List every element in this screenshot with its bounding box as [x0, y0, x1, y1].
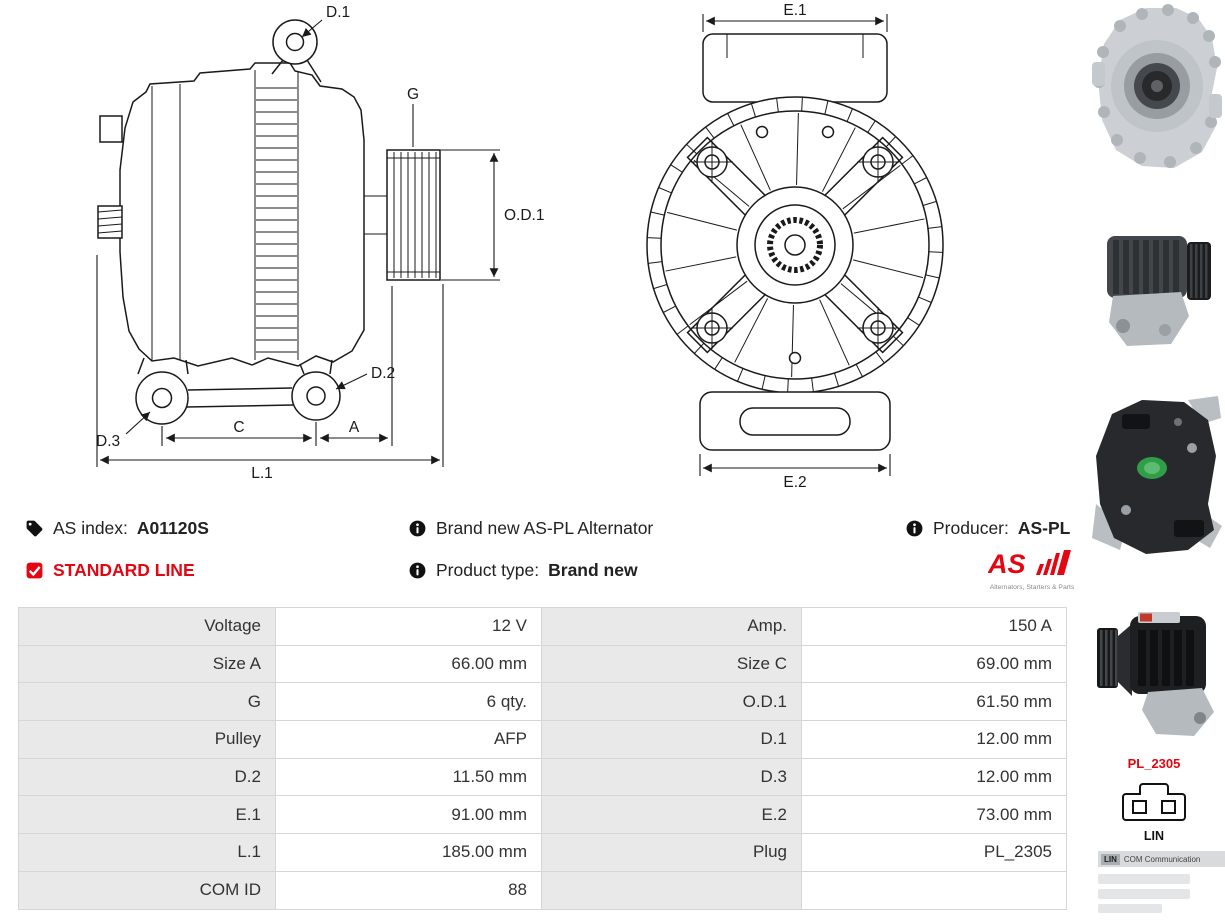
- as-index-label: AS index:: [53, 518, 128, 538]
- side-view-dimensions: [96, 19, 500, 467]
- dim-label-c: C: [233, 419, 244, 436]
- dim-label-od1: O.D.1: [504, 207, 544, 224]
- spec-value-cell: 61.50 mm: [801, 682, 1067, 722]
- dim-label-e1: E.1: [783, 2, 806, 19]
- producer-label: Producer:: [933, 518, 1009, 538]
- spec-value-cell: 12.00 mm: [801, 720, 1067, 759]
- spec-label-cell: COM ID: [18, 870, 276, 910]
- standard-line-row: STANDARD LINE: [25, 560, 195, 581]
- spec-label-cell: Pulley: [18, 720, 276, 759]
- spec-label-cell: E.1: [18, 795, 276, 835]
- connector-name-label: PL_2305: [1127, 756, 1181, 771]
- placeholder-bar: [1098, 889, 1190, 899]
- info-icon: [409, 562, 426, 579]
- tag-icon: [26, 520, 43, 537]
- brand-new-text: Brand new AS-PL Alternator: [436, 518, 654, 538]
- info-icon: [906, 520, 923, 537]
- cooling-fins: [256, 87, 297, 353]
- product-photo-side[interactable]: [1095, 226, 1222, 354]
- spec-label-cell: G: [18, 682, 276, 722]
- spec-label-cell: Voltage: [18, 607, 276, 646]
- product-type-label: Product type:: [436, 560, 540, 580]
- placeholder-bar: [1098, 874, 1190, 884]
- as-index-row: AS index: A01120S: [25, 518, 209, 539]
- connector-pin-label: LIN: [1143, 829, 1165, 843]
- as-index-value: A01120S: [136, 518, 209, 538]
- brand-new-row: Brand new AS-PL Alternator: [408, 518, 653, 539]
- as-pl-logo-text: AS: [988, 549, 1026, 578]
- spec-value-cell: 6 qty.: [275, 682, 542, 722]
- spec-value-cell: 11.50 mm: [275, 757, 542, 797]
- spec-value-cell: 66.00 mm: [275, 644, 542, 684]
- mounting-holes: [691, 141, 899, 349]
- technical-drawing: D.1 G O.D.1 D.2 D.3 C A L.1 E.1 E.2: [96, 2, 944, 491]
- front-view-drawing: [646, 33, 944, 451]
- spec-value-cell: 69.00 mm: [801, 644, 1067, 684]
- check-icon: [26, 562, 43, 579]
- spec-value-cell: 88: [275, 870, 542, 910]
- standard-line-label: STANDARD LINE: [53, 560, 195, 580]
- spec-value-cell: 150 A: [801, 607, 1067, 646]
- dim-label-d3: D.3: [96, 433, 120, 450]
- front-view-dimensions: [699, 14, 891, 476]
- dim-label-g: G: [407, 86, 419, 103]
- dim-label-l1: L.1: [251, 465, 273, 482]
- spec-value-cell: [801, 870, 1067, 910]
- com-communication-row: LIN COM Communication: [1098, 851, 1225, 867]
- fan-teeth: [647, 97, 943, 393]
- spec-label-cell: D.2: [18, 757, 276, 797]
- as-pl-logo-mark: AS: [987, 549, 1071, 579]
- product-type-row: Product type: Brand new: [408, 560, 638, 581]
- spec-value-cell: 185.00 mm: [275, 833, 542, 872]
- as-pl-logo: AS Alternators, Starters & Parts: [986, 548, 1078, 591]
- spec-value-cell: 12 V: [275, 607, 542, 646]
- product-photo-rear[interactable]: [1090, 392, 1224, 562]
- spec-value-cell: PL_2305: [801, 833, 1067, 872]
- product-type-value: Brand new: [548, 560, 638, 580]
- spec-label-cell: Plug: [541, 833, 802, 872]
- connector-diagram: [1122, 783, 1186, 821]
- producer-value: AS-PL: [1017, 518, 1071, 538]
- product-photo-side-2[interactable]: [1092, 604, 1223, 746]
- spec-value-cell: AFP: [275, 720, 542, 759]
- dim-label-e2: E.2: [783, 474, 806, 491]
- dim-label-d2: D.2: [371, 365, 395, 382]
- info-icon: [409, 520, 426, 537]
- spec-label-cell: E.2: [541, 795, 802, 835]
- spec-value-cell: 73.00 mm: [801, 795, 1067, 835]
- spec-label-cell: D.1: [541, 720, 802, 759]
- product-photo-front[interactable]: [1090, 2, 1224, 178]
- spec-label-cell: Size C: [541, 644, 802, 684]
- spec-label-cell: [541, 870, 802, 910]
- producer-row: Producer: AS-PL: [905, 518, 1070, 539]
- spec-value-cell: 12.00 mm: [801, 757, 1067, 797]
- spec-label-cell: D.3: [541, 757, 802, 797]
- com-text: COM Communication: [1123, 854, 1201, 864]
- spec-label-cell: O.D.1: [541, 682, 802, 722]
- as-pl-logo-tagline: Alternators, Starters & Parts: [989, 584, 1075, 591]
- pulley-grooves: [393, 152, 437, 278]
- dim-label-d1: D.1: [326, 4, 350, 21]
- spec-label-cell: Size A: [18, 644, 276, 684]
- as-pl-logo-stripes: [1036, 550, 1071, 575]
- spec-label-cell: Amp.: [541, 607, 802, 646]
- spec-value-cell: 91.00 mm: [275, 795, 542, 835]
- side-view-drawing: [97, 19, 441, 425]
- spec-label-cell: L.1: [18, 833, 276, 872]
- com-tag: LIN: [1101, 853, 1120, 865]
- placeholder-bar: [1098, 904, 1162, 913]
- dim-label-a: A: [349, 419, 360, 436]
